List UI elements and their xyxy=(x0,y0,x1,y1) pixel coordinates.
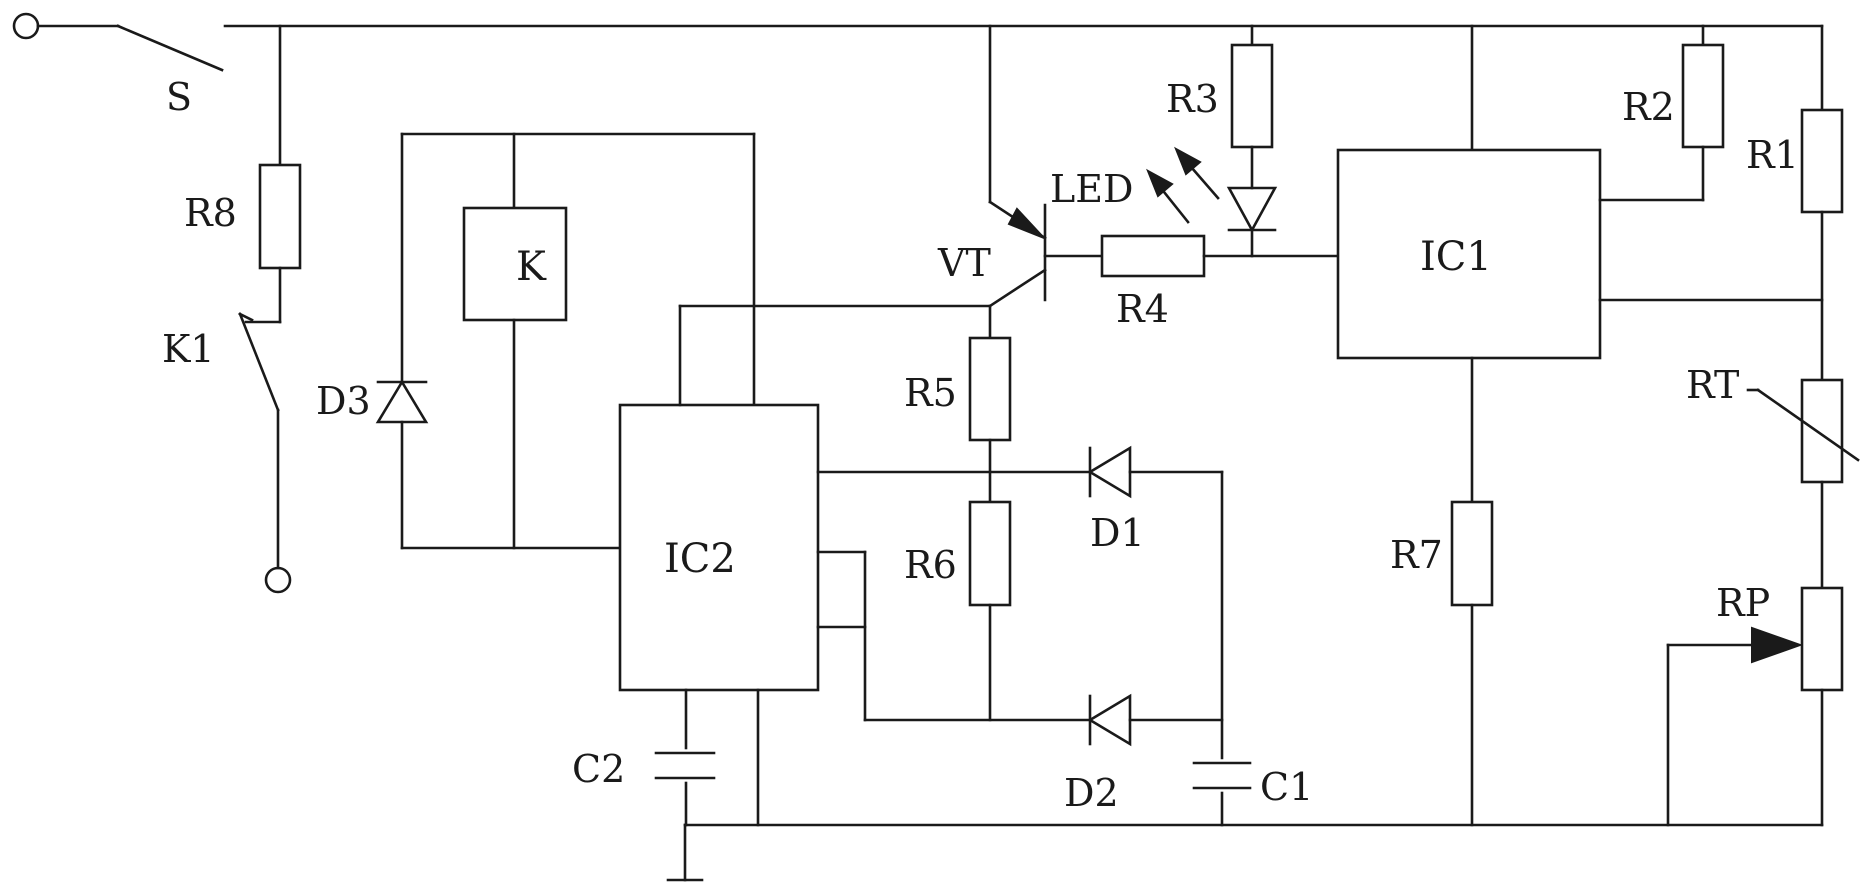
resistor-r3 xyxy=(1230,43,1274,149)
ic1-block xyxy=(1336,148,1602,360)
resistor-r4 xyxy=(1100,234,1206,278)
label-r2: R2 xyxy=(1622,85,1675,129)
resistor-r1 xyxy=(1800,108,1844,214)
resistor-r8 xyxy=(258,163,302,270)
capacitor-c1 xyxy=(1192,761,1252,790)
capacitor-c2 xyxy=(654,751,716,780)
label-r4: R4 xyxy=(1116,287,1169,331)
label-r6: R6 xyxy=(904,543,957,587)
led xyxy=(1226,186,1278,258)
resistor-r5 xyxy=(968,336,1012,442)
label-c2: C2 xyxy=(572,747,625,791)
potentiometer-rp xyxy=(1800,586,1844,692)
label-d3: D3 xyxy=(316,379,371,423)
relay-coil-k xyxy=(462,206,568,322)
label-k: K xyxy=(516,244,547,290)
label-rp: RP xyxy=(1716,581,1770,625)
ic2-block xyxy=(618,403,820,692)
label-ic1: IC1 xyxy=(1420,234,1492,280)
label-r3: R3 xyxy=(1166,77,1219,121)
label-c1: C1 xyxy=(1260,765,1313,809)
resistor-r7 xyxy=(1450,500,1494,607)
label-led: LED xyxy=(1050,167,1133,211)
switch-s xyxy=(12,12,224,72)
label-d1: D1 xyxy=(1090,511,1145,555)
label-vt: VT xyxy=(937,241,991,285)
relay-contact-k1 xyxy=(238,312,280,412)
resistor-r6 xyxy=(968,500,1012,607)
label-k1: K1 xyxy=(162,327,215,371)
input-terminal-top xyxy=(12,12,40,40)
resistor-r2 xyxy=(1681,43,1725,149)
label-r5: R5 xyxy=(904,371,957,415)
label-ic2: IC2 xyxy=(664,536,736,582)
label-s: S xyxy=(166,75,192,119)
led-light-arrows-icon xyxy=(1146,146,1220,224)
label-rt: RT xyxy=(1686,363,1739,407)
label-r8: R8 xyxy=(184,191,237,235)
input-terminal-bottom xyxy=(264,566,292,594)
label-r7: R7 xyxy=(1390,533,1443,577)
diode-d3 xyxy=(375,379,429,424)
thermistor-slash xyxy=(1746,388,1860,462)
diode-d2 xyxy=(1087,693,1132,747)
thermistor-rt xyxy=(1800,378,1844,484)
label-r1: R1 xyxy=(1746,133,1799,177)
label-d2: D2 xyxy=(1064,771,1119,815)
potentiometer-wiper xyxy=(1666,626,1803,827)
transistor-vt xyxy=(988,200,1047,308)
diode-d1 xyxy=(1087,445,1132,499)
